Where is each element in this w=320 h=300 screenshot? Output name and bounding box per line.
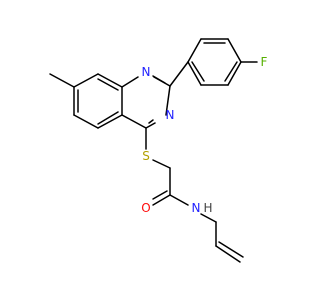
- molecule-structure-diagram: F N N S O N H: [0, 0, 300, 300]
- bond: [227, 61, 242, 86]
- bond: [152, 75, 166, 84]
- nitrogen-atom-label: N: [142, 65, 151, 79]
- bond: [200, 213, 217, 223]
- sulfur-atom-label: S: [142, 149, 150, 163]
- bond: [165, 85, 171, 116]
- bond: [191, 61, 205, 82]
- bond: [145, 122, 156, 129]
- bond: [224, 61, 238, 82]
- bond: [152, 159, 171, 169]
- nitrogen-atom-label: N: [166, 108, 175, 122]
- bond: [97, 78, 119, 91]
- bond: [152, 190, 168, 200]
- amide-hydrogen-atom-label: H: [203, 201, 212, 215]
- bond: [73, 73, 99, 88]
- bond: [227, 38, 242, 63]
- bond: [97, 73, 123, 88]
- diagram-background: [0, 0, 300, 300]
- bond: [169, 61, 189, 87]
- bond: [121, 114, 147, 129]
- bond: [152, 194, 171, 206]
- bond: [169, 194, 189, 206]
- bond: [97, 114, 123, 129]
- bond: [187, 38, 202, 63]
- bond: [215, 245, 241, 263]
- bond: [218, 241, 244, 258]
- fluorine-atom-label: F: [261, 55, 268, 69]
- bond: [97, 111, 119, 125]
- bond: [49, 73, 75, 88]
- bond: [187, 61, 202, 86]
- amide-nitrogen-atom-label: N: [192, 201, 201, 215]
- atom-labels: F N N S O N H: [141, 55, 267, 215]
- bond: [148, 119, 154, 124]
- bonds: [49, 38, 258, 263]
- bond: [73, 114, 99, 129]
- oxygen-atom-label: O: [141, 201, 150, 215]
- bond: [121, 76, 139, 88]
